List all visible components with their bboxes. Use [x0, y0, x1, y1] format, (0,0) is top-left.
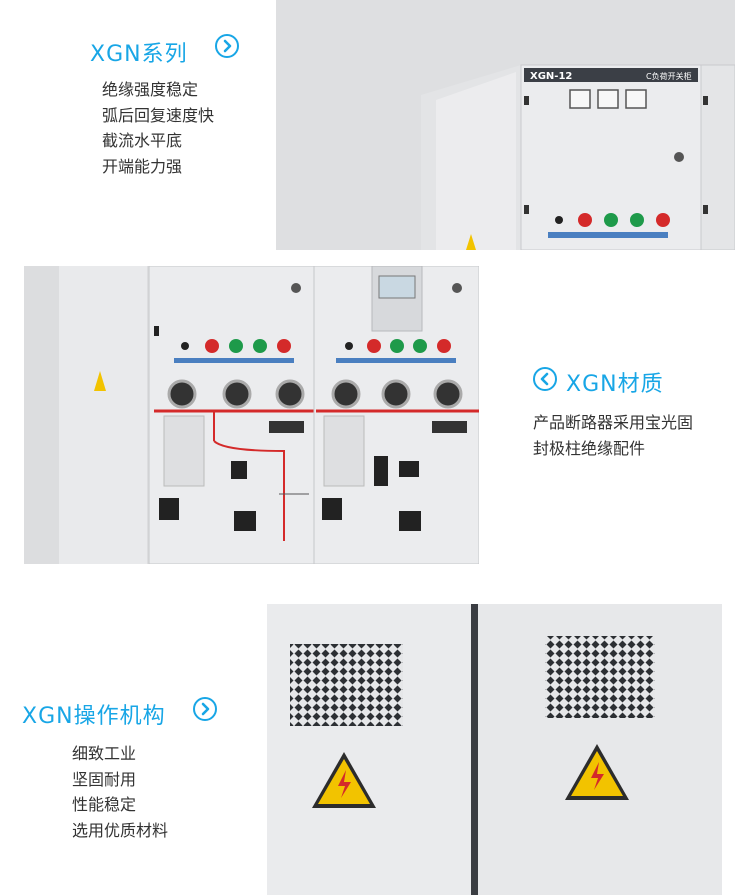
chevron-right-circle-icon[interactable]: [193, 697, 217, 721]
section-1-title: XGN系列: [90, 42, 188, 67]
list-item: 截流水平底: [102, 131, 183, 150]
cabinet-photo-top: XGN-12 C负荷开关柜: [276, 0, 735, 250]
list-item: 绝缘强度稳定: [102, 80, 199, 99]
brand-label: C负荷开关柜: [646, 71, 692, 81]
section-2-title: XGN材质: [566, 372, 664, 397]
cabinet-photo-middle: [24, 266, 479, 564]
panel-label: XGN-12: [530, 71, 572, 82]
list-item: 性能稳定: [72, 795, 137, 814]
cabinet-photo-bottom: [267, 604, 722, 895]
list-item: 开端能力强: [102, 156, 183, 176]
chevron-right-circle-icon[interactable]: [215, 34, 239, 58]
list-item: 产品断路器采用宝光固: [533, 413, 694, 432]
section-1-list: 绝缘强度稳定 弧后回复速度快 截流水平底 开端能力强: [102, 77, 214, 179]
list-item: 坚固耐用: [72, 769, 137, 789]
section-2-list: 产品断路器采用宝光固 封极柱绝缘配件: [533, 410, 693, 461]
list-item: 细致工业: [72, 744, 137, 763]
chevron-left-circle-icon[interactable]: [533, 367, 557, 391]
section-3-list: 细致工业 坚固耐用 性能稳定 选用优质材料: [72, 741, 168, 843]
list-item: 选用优质材料: [72, 820, 169, 840]
list-item: 弧后回复速度快: [102, 105, 215, 125]
section-3-title: XGN操作机构: [22, 704, 166, 729]
list-item: 封极柱绝缘配件: [533, 438, 646, 458]
